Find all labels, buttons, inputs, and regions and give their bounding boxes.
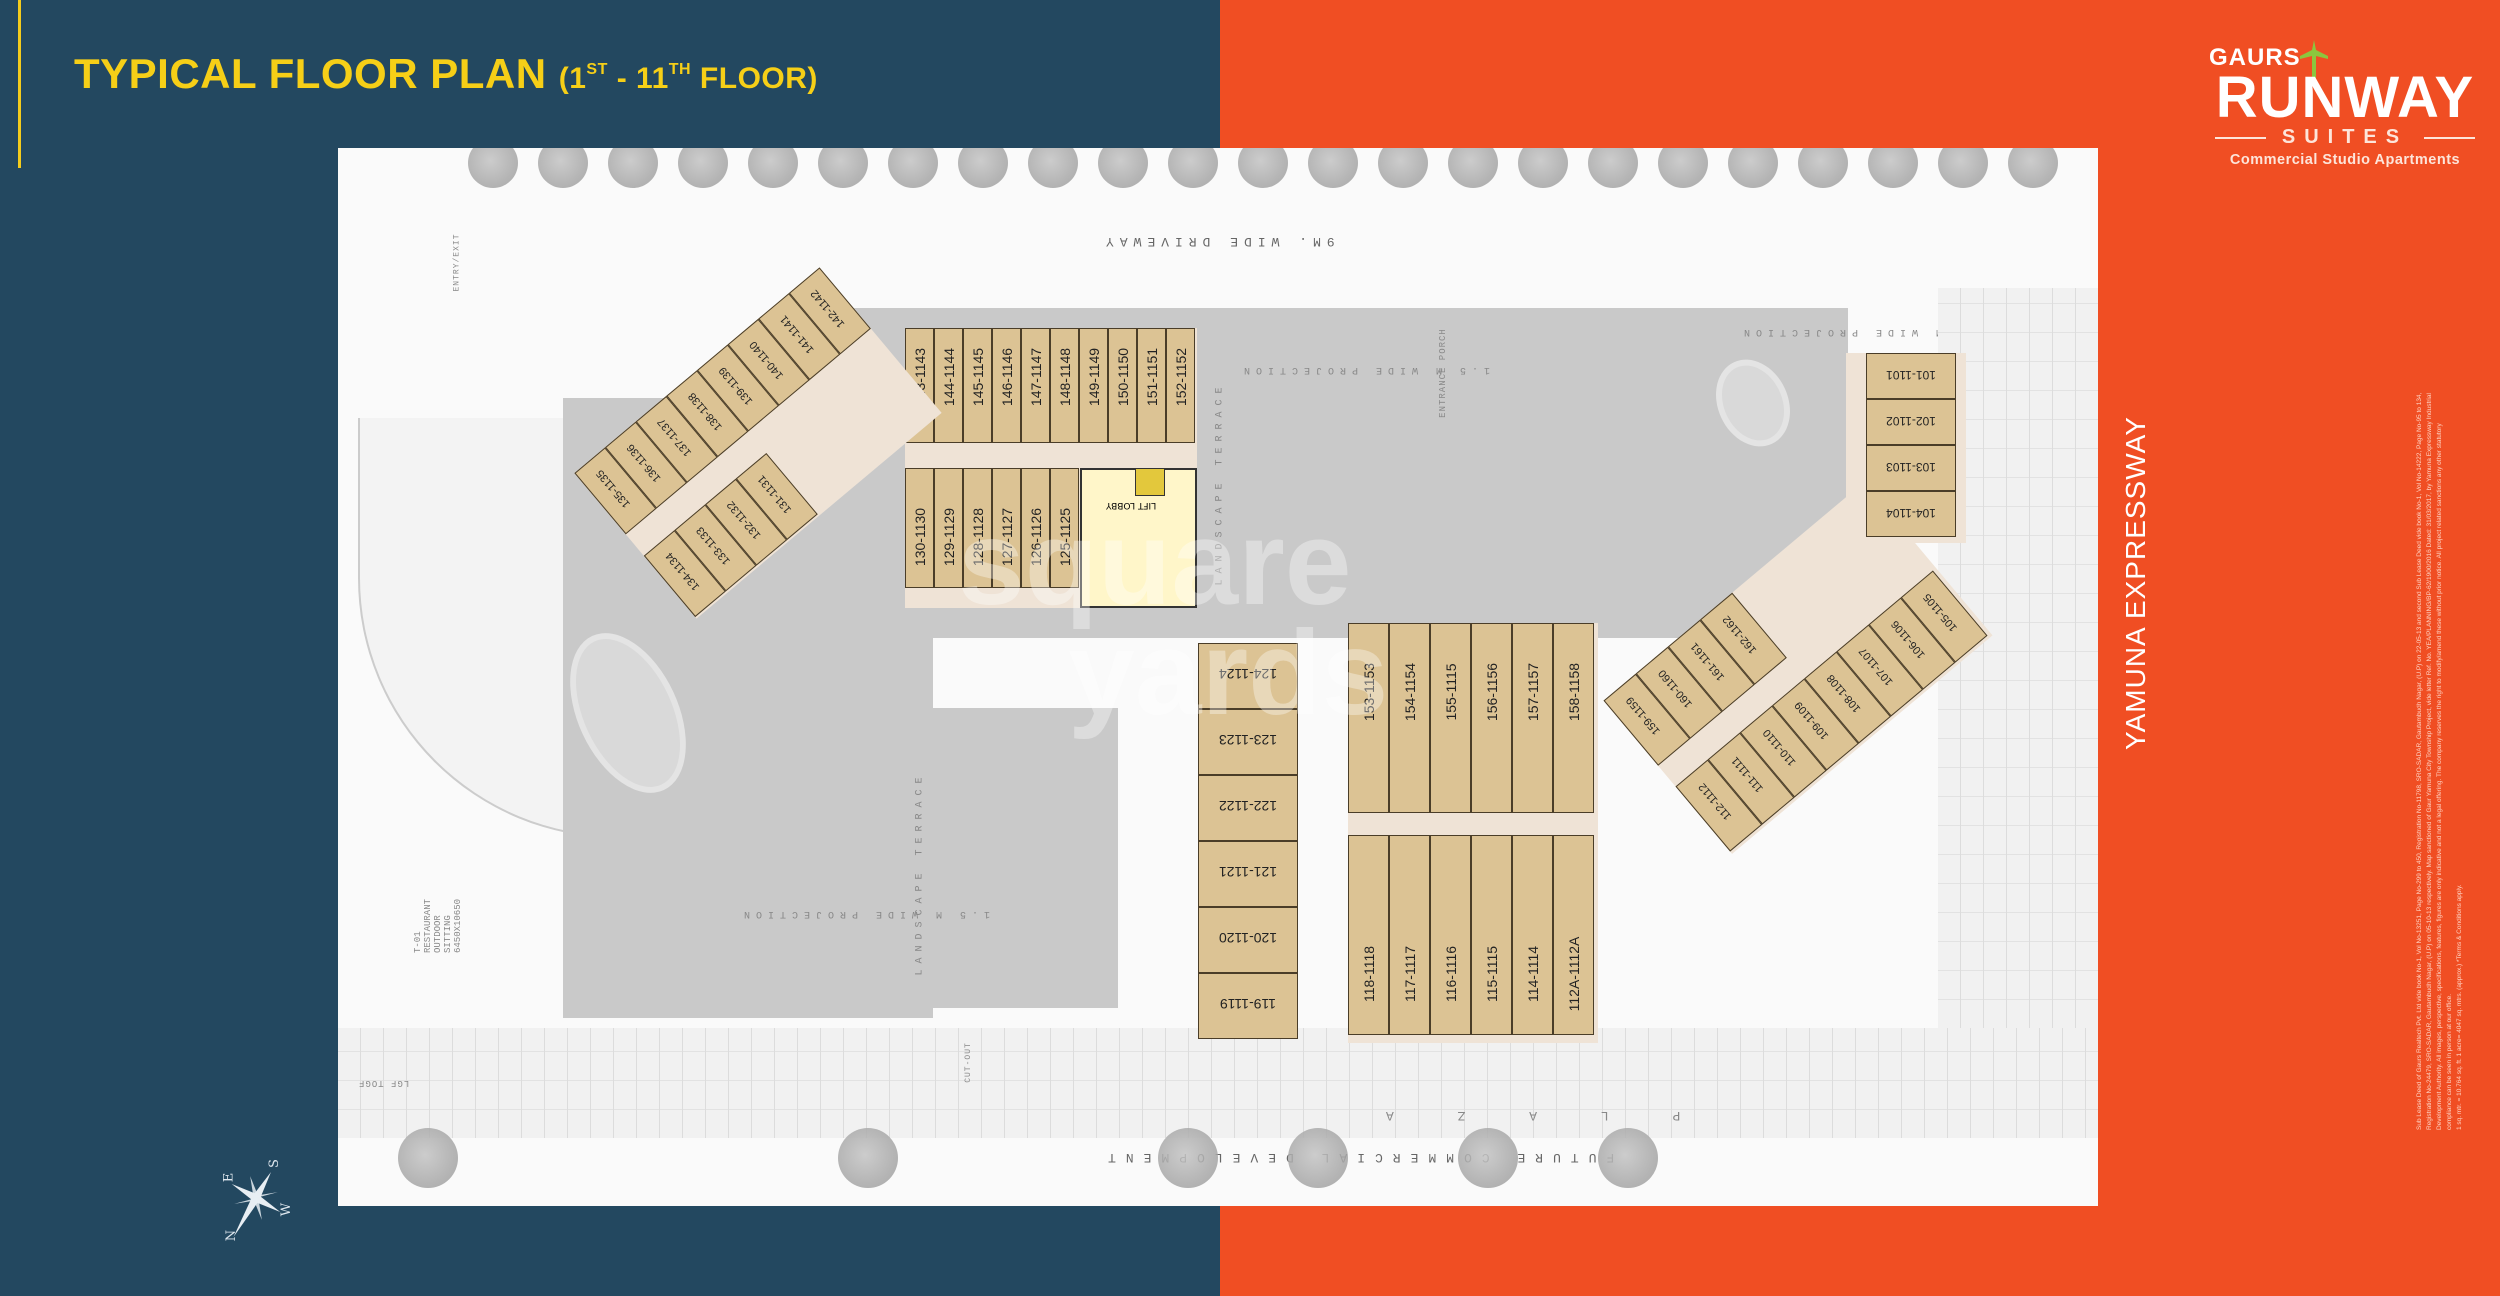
airplane-icon xyxy=(2300,40,2328,84)
unit[interactable]: 130-1130 xyxy=(905,468,934,588)
label-plaza: P L A Z A xyxy=(1358,1108,1681,1123)
unit[interactable]: 115-1115 xyxy=(1471,835,1512,1035)
north-block: 143-1143 144-1144 145-1145 146-1146 147-… xyxy=(905,328,1197,608)
unit[interactable]: 102-1102 xyxy=(1866,399,1956,445)
divider xyxy=(2215,136,2266,139)
unit[interactable]: 153-1153 xyxy=(1348,623,1389,813)
label-projection: 1.5 M WIDE PROJECTION xyxy=(738,908,991,919)
unit[interactable]: 145-1145 xyxy=(963,328,992,443)
unit[interactable]: 144-1144 xyxy=(934,328,963,443)
unit[interactable]: 150-1150 xyxy=(1108,328,1137,443)
unit[interactable]: 114-1114 xyxy=(1512,835,1553,1035)
label-lgf-togf: LGF TOGF xyxy=(358,1078,410,1088)
label-entry-exit: ENTRY/EXIT xyxy=(452,233,462,292)
watermark: square yards xyxy=(958,496,1389,740)
unit[interactable]: 120-1120 xyxy=(1198,907,1298,973)
unit[interactable]: 151-1151 xyxy=(1137,328,1166,443)
label-driveway-9m: 9M. WIDE DRIVEWAY xyxy=(1100,234,1335,249)
unit[interactable]: 125-1125 xyxy=(1050,468,1079,588)
legal-disclaimer: Sub Lease Deed of Gaurs Realtech Pvt. Lt… xyxy=(2415,330,2465,1130)
brand-runway: RUNWAY xyxy=(2215,65,2475,130)
unit[interactable]: 104-1104 xyxy=(1866,491,1956,537)
disclaimer-line: compliance can be seen in person at our … xyxy=(2446,993,2453,1130)
brand-suites-row: SUITES xyxy=(2215,126,2475,149)
unit[interactable]: 116-1116 xyxy=(1430,835,1471,1035)
unit[interactable]: 126-1126 xyxy=(1021,468,1050,588)
north-top-row: 143-1143 144-1144 145-1145 146-1146 147-… xyxy=(905,328,1195,443)
brand-gaurs: GAURS xyxy=(2209,44,2301,71)
electrical-room xyxy=(1135,468,1165,496)
center-right-block: 153-1153 154-1154 155-1115 156-1156 157-… xyxy=(1348,623,1598,1043)
accent-line xyxy=(18,0,21,168)
compass-rose: N E S W xyxy=(200,1140,310,1250)
unit[interactable]: 121-1121 xyxy=(1198,841,1298,907)
disclaimer-line: Development Authority. All images, persp… xyxy=(2436,423,2443,1130)
floor-plan: 9M. WIDE DRIVEWAY 7M. WIDE DRIVEWAY 7.5M… xyxy=(338,148,2098,1206)
tree-row-top xyxy=(338,148,2098,188)
unit[interactable]: 103-1103 xyxy=(1866,445,1956,491)
unit[interactable]: 119-1119 xyxy=(1198,973,1298,1039)
unit[interactable]: 155-1115 xyxy=(1430,623,1471,813)
unit[interactable]: 112A-1112A xyxy=(1553,835,1594,1035)
unit[interactable]: 117-1117 xyxy=(1389,835,1430,1035)
unit[interactable]: 129-1129 xyxy=(934,468,963,588)
unit[interactable]: 122-1122 xyxy=(1198,775,1298,841)
compass-n: N xyxy=(224,1229,240,1242)
title-main: TYPICAL FLOOR PLAN xyxy=(74,50,547,97)
label-projection: 1.5 M WIDE PROJECTION xyxy=(1238,364,1491,375)
brand-suites: SUITES xyxy=(2281,126,2409,148)
compass-e: E xyxy=(221,1172,237,1183)
compass-w: W xyxy=(279,1202,295,1217)
plaza-paving xyxy=(338,1028,2098,1138)
disclaimer-line: 1 sq. mtr. = 10.764 sq. ft. 1 acre= 4047… xyxy=(2456,884,2463,1130)
compass-star-icon xyxy=(231,1172,281,1237)
unit[interactable]: 147-1147 xyxy=(1021,328,1050,443)
compass-s: S xyxy=(266,1159,282,1168)
tree-row-bottom xyxy=(338,1128,2098,1188)
unit[interactable]: 118-1118 xyxy=(1348,835,1389,1035)
unit[interactable]: 146-1146 xyxy=(992,328,1021,443)
disclaimer-line: Registration No-24479, SRO-SADAR, Gautam… xyxy=(2426,393,2433,1130)
title-sub: (1ST - 11TH FLOOR) xyxy=(558,61,818,95)
label-restaurant: T-01 RESTAURANT OUTDOOR SITTING 6450X106… xyxy=(413,898,463,953)
unit[interactable]: 124-1124 xyxy=(1198,643,1298,709)
unit[interactable]: 152-1152 xyxy=(1166,328,1195,443)
disclaimer-line: Sub Lease Deed of Gaurs Realtech Pvt. Lt… xyxy=(2416,392,2423,1130)
unit[interactable]: 101-1101 xyxy=(1866,353,1956,399)
label-landscape-terrace: LANDSCAPE TERRACE xyxy=(914,771,926,976)
page-title: TYPICAL FLOOR PLAN (1ST - 11TH FLOOR) xyxy=(74,50,818,98)
divider xyxy=(2424,136,2475,139)
label-cut-out: CUT-OUT xyxy=(963,1042,973,1083)
unit[interactable]: 157-1157 xyxy=(1512,623,1553,813)
center-left-block: 124-1124 123-1123 122-1122 121-1121 120-… xyxy=(1198,643,1298,1043)
unit[interactable]: 154-1154 xyxy=(1389,623,1430,813)
unit[interactable]: 148-1148 xyxy=(1050,328,1079,443)
east-block: 101-1101 102-1102 103-1103 104-1104 xyxy=(1846,353,1966,543)
unit[interactable]: 158-1158 xyxy=(1553,623,1594,813)
unit[interactable]: 149-1149 xyxy=(1079,328,1108,443)
unit[interactable]: 127-1127 xyxy=(992,468,1021,588)
road-label: YAMUNA EXPRESSWAY xyxy=(2120,416,2151,750)
unit[interactable]: 156-1156 xyxy=(1471,623,1512,813)
unit[interactable]: 123-1123 xyxy=(1198,709,1298,775)
brand-tagline: Commercial Studio Apartments xyxy=(2229,152,2461,168)
landscape-terrace-south xyxy=(858,708,1118,1008)
unit[interactable]: 128-1128 xyxy=(963,468,992,588)
north-bottom-row: 130-1130 129-1129 128-1128 127-1127 126-… xyxy=(905,468,1079,588)
